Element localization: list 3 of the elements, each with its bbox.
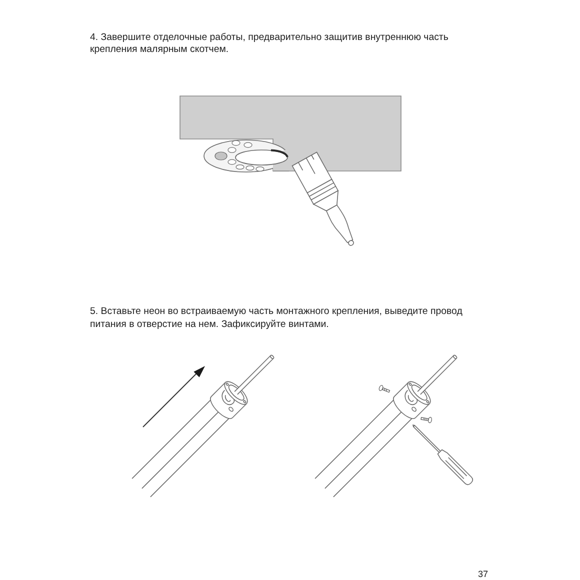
instruction-text: 5. Вставьте неон во встраиваемую часть монтажного крепления, выведите провод питания в отверстие на нем. Зафиксируйте винтами. [90, 306, 464, 331]
instruction-text: 4. Завершите отделочные работы, предварительно защитив внутреннюю часть крепления малярным скотчем. [90, 32, 450, 56]
page-number: 37 [478, 569, 488, 580]
